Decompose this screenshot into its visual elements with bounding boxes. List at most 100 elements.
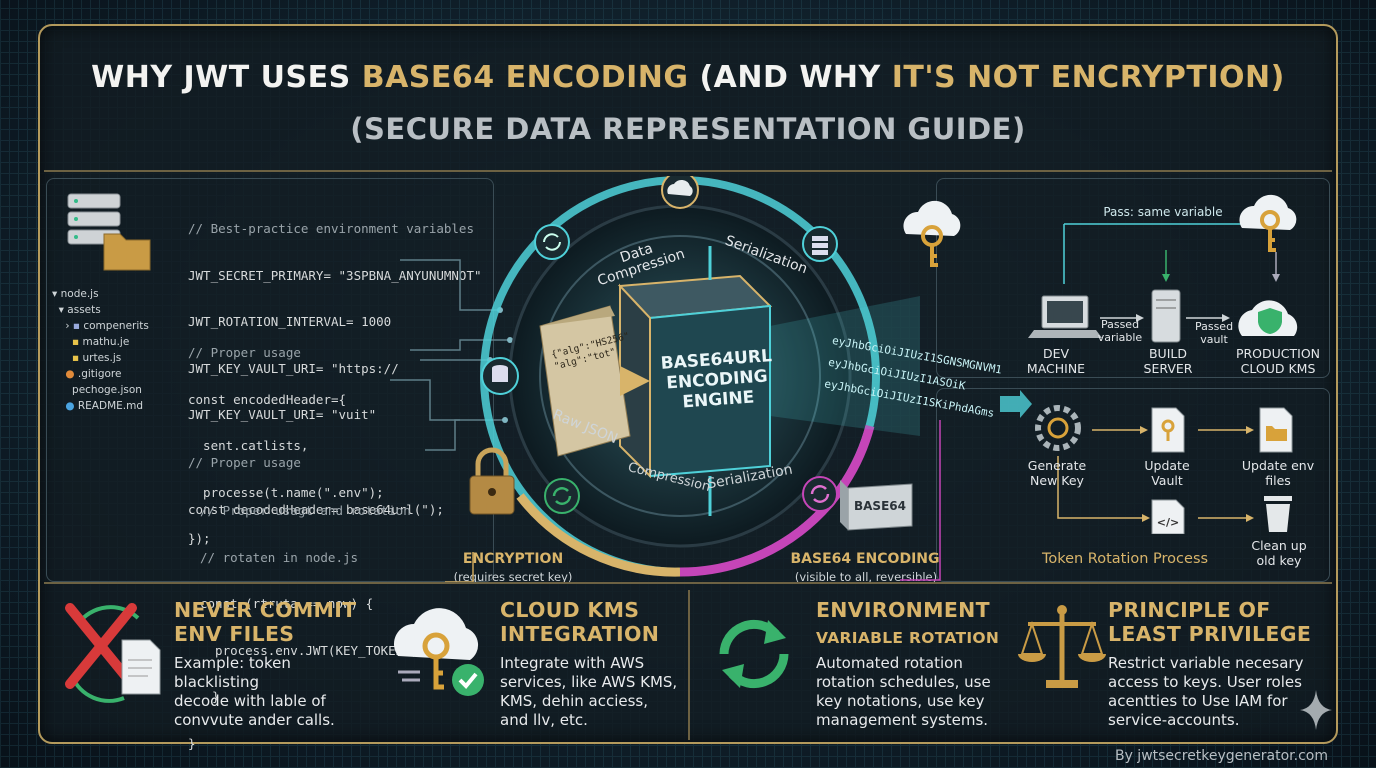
code-line: } xyxy=(188,735,196,751)
code-line: JWT_KEY_VAULT_URI= "vuit" xyxy=(188,407,377,422)
svg-text:</>: </> xyxy=(1157,516,1179,529)
file-tree-item[interactable]: ▪ urtes.js xyxy=(72,352,122,364)
refresh-node-icon xyxy=(534,224,570,260)
build-server-label: BUILD SERVER xyxy=(1143,346,1193,376)
cloud-key-icon xyxy=(903,200,961,267)
rotation-panel xyxy=(936,388,1330,582)
usage-code-block-2: // Proper usage const decodedHeader= bas… xyxy=(188,424,444,533)
connector-lines xyxy=(445,420,941,583)
file-tree: ▾ node.js ▾ assets › ▪ compenerits ▪ mat… xyxy=(52,286,149,414)
code-comment: // rotaten in node.js xyxy=(200,549,359,565)
base64-badge-text: BASE64 xyxy=(854,499,906,513)
generate-new-key-label: Generate New Key xyxy=(1027,458,1087,488)
passed-variable-label: Passed variable xyxy=(1097,318,1143,344)
encryption-subtitle: (requires secret key) xyxy=(453,570,573,584)
code-line: JWT_SECRET_PRIMARY= "3SPBNA_ANYUNUMNOT" xyxy=(188,267,482,283)
file-tree-item[interactable]: ▾ node.js xyxy=(52,288,99,300)
sparkle-icon xyxy=(1300,690,1332,730)
title-part-1: WHY JWT USES xyxy=(91,60,362,95)
dev-machine-label: DEV MACHINE xyxy=(1026,346,1086,376)
code-line: process.env.JWT(KEY_TOKENT); xyxy=(200,642,426,658)
file-tree-item[interactable]: › ▪ compenerits xyxy=(52,320,149,332)
code-line: const decodedHeader= base64url("); xyxy=(188,501,444,517)
passed-vault-label: Passed vault xyxy=(1194,320,1234,346)
rotation-flow: </> xyxy=(1035,405,1293,534)
clean-up-old-key-label: Clean up old key xyxy=(1251,538,1307,568)
code-line: }); xyxy=(188,531,211,546)
card-title: PRINCIPLE OF LEAST PRIVILEGE xyxy=(1108,598,1312,646)
card-env-rotation: ENVIRONMENT VARIABLE ROTATION Automated … xyxy=(698,584,1014,744)
engine-title: BASE64URL ENCODING ENGINE xyxy=(660,346,773,413)
card-text: Restrict variable necesary access to key… xyxy=(1108,654,1304,729)
footer-credit: By jwtsecretkeygenerator.com xyxy=(1114,748,1328,764)
file-tree-item[interactable]: ▾ assets xyxy=(52,304,101,316)
build-server-icon xyxy=(1151,289,1181,343)
base64-encoding-title: BASE64 ENCODING xyxy=(790,551,940,567)
code-line: sent.catlists, xyxy=(188,438,309,453)
pass-same-variable-label: Pass: same variable xyxy=(1103,205,1223,219)
card-title: ENVIRONMENT xyxy=(816,598,990,622)
card-text: Example: token blacklisting decode with … xyxy=(174,654,335,729)
file-tree-item[interactable]: ● .gitigore xyxy=(65,368,122,380)
code-comment: // Proper usagt and rotation xyxy=(200,503,411,518)
file-tree-item[interactable]: pechoge.json xyxy=(72,384,142,396)
json-document-icon xyxy=(539,305,631,457)
code-line: JWT_KEY_VAULT_URI= "https:// xyxy=(188,360,399,376)
title-part-2: BASE64 ENCODING xyxy=(361,60,689,95)
code-line: JWT_ROTATION_INTERVAL= 1000 xyxy=(188,314,392,329)
card-least-privilege: PRINCIPLE OF LEAST PRIVILEGE Restrict va… xyxy=(1014,584,1332,744)
code-line: const encodedHeader={ xyxy=(188,391,347,407)
usage-code-block-3: // Proper usagt and rotation // rotaten … xyxy=(188,472,426,767)
pink-refresh-node-icon xyxy=(802,476,838,512)
deployment-pipeline xyxy=(903,194,1298,343)
pipeline-panel xyxy=(936,178,1330,378)
padlock-icon xyxy=(469,447,515,515)
token-arrow-icon xyxy=(1000,390,1032,418)
encoding-engine-diagram: BASE64 xyxy=(469,176,920,577)
code-comment: // Proper usage xyxy=(188,345,301,360)
cloud-key-icon-2 xyxy=(1239,194,1297,252)
card-text: Automated rotation rotation schedules, u… xyxy=(816,654,991,729)
encryption-title: ENCRYPTION xyxy=(462,551,564,567)
cloud-key-check-icon xyxy=(394,608,484,696)
trash-icon xyxy=(1264,496,1292,532)
card-title: CLOUD KMS INTEGRATION xyxy=(500,598,660,646)
green-refresh-node-icon xyxy=(544,478,580,514)
subtitle: (SECURE DATA REPRESENTATION GUIDE) xyxy=(350,112,1026,146)
server-folder-icon xyxy=(67,193,151,271)
key-gear-icon xyxy=(1035,405,1081,451)
card-title: NEVER COMMIT ENV FILES xyxy=(174,598,357,646)
env-file-icon xyxy=(1259,407,1293,453)
code-line: const (rtruta == now) { xyxy=(200,596,374,611)
database-node-icon xyxy=(481,357,519,395)
cloud-shield-icon xyxy=(1238,300,1298,336)
code-line: } xyxy=(212,689,220,704)
section-divider xyxy=(688,590,690,740)
no-env-file-icon xyxy=(65,603,161,703)
code-comment: // Best-practice environment variables xyxy=(188,221,474,236)
card-cloud-kms: CLOUD KMS INTEGRATION Integrate with AWS… xyxy=(374,584,688,744)
scales-icon xyxy=(1018,605,1106,688)
server-node-icon xyxy=(802,226,838,262)
file-tree-item[interactable]: ● README.md xyxy=(65,400,143,412)
rotation-arrows-icon xyxy=(719,619,789,689)
title-part-3: (AND WHY xyxy=(688,60,892,95)
title-section: WHY JWT USES BASE64 ENCODING (AND WHY IT… xyxy=(44,30,1332,172)
card-text: Integrate with AWS services, like AWS KM… xyxy=(500,654,678,729)
card-subtitle: VARIABLE ROTATION xyxy=(816,629,1000,647)
base64-box-icon: BASE64 xyxy=(840,480,913,531)
best-practices-section: NEVER COMMIT ENV FILES Example: token bl… xyxy=(44,582,1332,742)
file-tree-item[interactable]: ▪ mathu.je xyxy=(72,336,130,348)
vault-document-icon xyxy=(1151,407,1185,453)
main-title: WHY JWT USES BASE64 ENCODING (AND WHY IT… xyxy=(44,60,1332,95)
code-file-icon: </> xyxy=(1151,499,1185,534)
usage-code-block-1: // Proper usage const encodedHeader={ se… xyxy=(188,314,384,562)
laptop-icon xyxy=(1028,295,1102,338)
production-cloud-kms-label: PRODUCTION CLOUD KMS xyxy=(1235,346,1321,376)
token-rotation-title: Token Rotation Process xyxy=(1041,551,1209,567)
update-env-files-label: Update env files xyxy=(1241,458,1315,488)
cloud-lock-node-icon xyxy=(661,176,699,209)
title-part-4: IT'S NOT ENCRYPTION) xyxy=(891,60,1285,95)
code-comment: // Proper usage xyxy=(188,455,301,470)
card-never-commit: NEVER COMMIT ENV FILES Example: token bl… xyxy=(44,584,364,744)
